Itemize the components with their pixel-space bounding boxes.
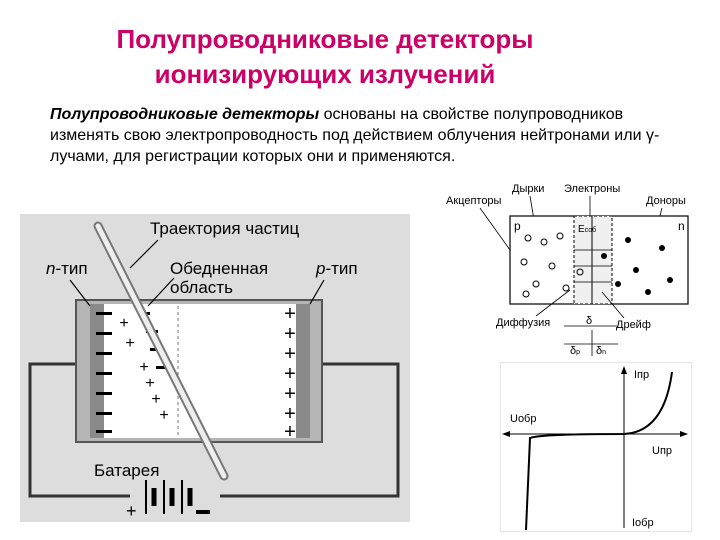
p-region-label: p: [514, 219, 521, 233]
intro-text: основаны на свойстве полупроводников изм…: [50, 106, 660, 165]
diffusion-pointer: [535, 289, 571, 317]
drift-pointer: [601, 291, 625, 319]
plus-sign: +: [159, 407, 168, 424]
iv-frame: [500, 362, 692, 532]
delta-n-label: δn: [596, 345, 606, 357]
i-forward-label: Iпр: [634, 369, 649, 381]
n-type-pointer: [69, 279, 91, 307]
depletion-label-line-1: Обедненная: [170, 259, 268, 278]
p-type-pointer: [309, 279, 325, 305]
i-reverse-label: Iобр: [632, 517, 654, 529]
holes-label: Дырки: [512, 183, 544, 195]
plus-sign: +: [284, 421, 296, 443]
detector-diagram: + + + + + + + + + + + + + Траектория час…: [20, 214, 410, 522]
intro-paragraph: Полупроводниковые детекторы основаны на …: [50, 104, 660, 167]
electrons-label: Электроны: [564, 183, 620, 195]
p-type-label: p-тип: [315, 259, 358, 278]
plus-sign: +: [139, 359, 148, 376]
plus-sign: +: [151, 391, 160, 408]
plus-sign: +: [284, 303, 296, 325]
iv-curve: [525, 371, 673, 531]
electrons: [601, 237, 673, 295]
battery-plus: +: [126, 501, 137, 521]
donors-label: Доноры: [646, 195, 686, 207]
plus-sign: +: [284, 363, 296, 385]
drift-arrows: [574, 249, 612, 283]
trajectory-label: Траектория частиц: [150, 219, 299, 238]
plus-sign: +: [125, 335, 134, 352]
voltage-axis-arrow: [680, 431, 688, 437]
holes: [520, 232, 584, 298]
junction-region: [573, 215, 613, 305]
slide-title: Полупроводниковые детекторы ионизирующих…: [0, 22, 650, 92]
n-contact: [90, 304, 104, 438]
title-line-1: Полупроводниковые детекторы: [116, 24, 534, 54]
particle-trajectory: [93, 221, 229, 481]
trajectory-pointer: [129, 239, 159, 269]
plus-sign: +: [284, 383, 296, 405]
current-axis-arrow: [621, 366, 627, 374]
voltage-axis-arrow-left: [502, 431, 510, 437]
delta-p-label: δp: [570, 345, 580, 357]
plus-sign: +: [119, 315, 128, 332]
battery-minus: [196, 510, 210, 514]
u-forward-label: Uпр: [652, 445, 672, 457]
plus-sign: +: [145, 375, 154, 392]
u-reverse-label: Uобр: [510, 413, 536, 425]
title-line-2: ионизирующих излучений: [154, 59, 496, 89]
battery-label: Батарея: [94, 461, 159, 480]
positive-charges: + + + + + + + + + + + + +: [119, 303, 296, 443]
n-region-label: n: [678, 219, 685, 233]
delta-label: δ: [586, 315, 592, 327]
depletion-pointer: [147, 277, 175, 307]
iv-curve-diagram: Iпр Uобр Uпр Iобр: [500, 362, 692, 532]
depletion-label-line-2: область: [170, 278, 233, 297]
diffusion-label: Диффузия: [496, 317, 550, 329]
battery-icon: [145, 480, 193, 514]
p-contact: [296, 304, 310, 438]
field-label: Есоб: [578, 224, 596, 235]
n-type-label: n-тип: [46, 259, 88, 278]
drift-label: Дрейф: [616, 319, 651, 331]
plus-sign: +: [284, 403, 296, 425]
plus-sign: +: [284, 323, 296, 345]
detector-crystal: [90, 304, 310, 438]
battery-gap: [130, 482, 220, 512]
acceptors-label: Акцепторы: [446, 195, 502, 207]
intro-emphasis: Полупроводниковые детекторы: [50, 106, 320, 123]
plus-sign: +: [284, 343, 296, 365]
junction-diagram: Акцепторы Дырки Электроны Доноры p n Есо…: [446, 183, 689, 357]
